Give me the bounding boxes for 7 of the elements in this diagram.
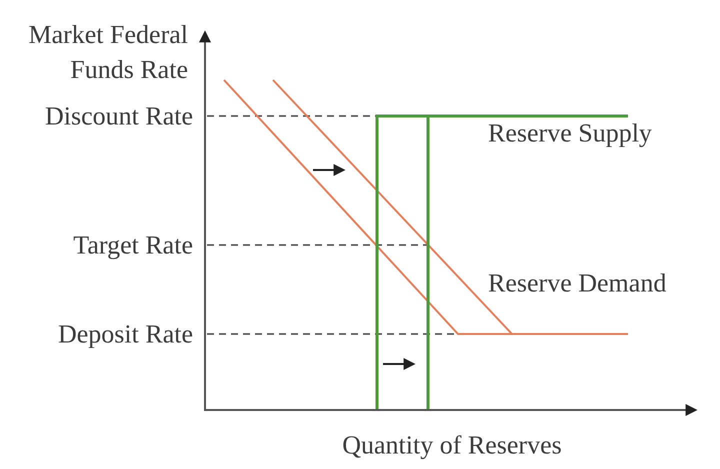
rate-label: Deposit Rate [58, 318, 193, 350]
axis-title: Market Federal Funds Rate [27, 19, 188, 86]
rate-label: Discount Rate [44, 100, 193, 132]
axis-title: Quantity of Reserves [342, 430, 562, 462]
curve-label: Reserve Supply [488, 118, 652, 150]
curve-label: Reserve Demand [488, 268, 666, 300]
rate-label: Target Rate [73, 230, 193, 262]
